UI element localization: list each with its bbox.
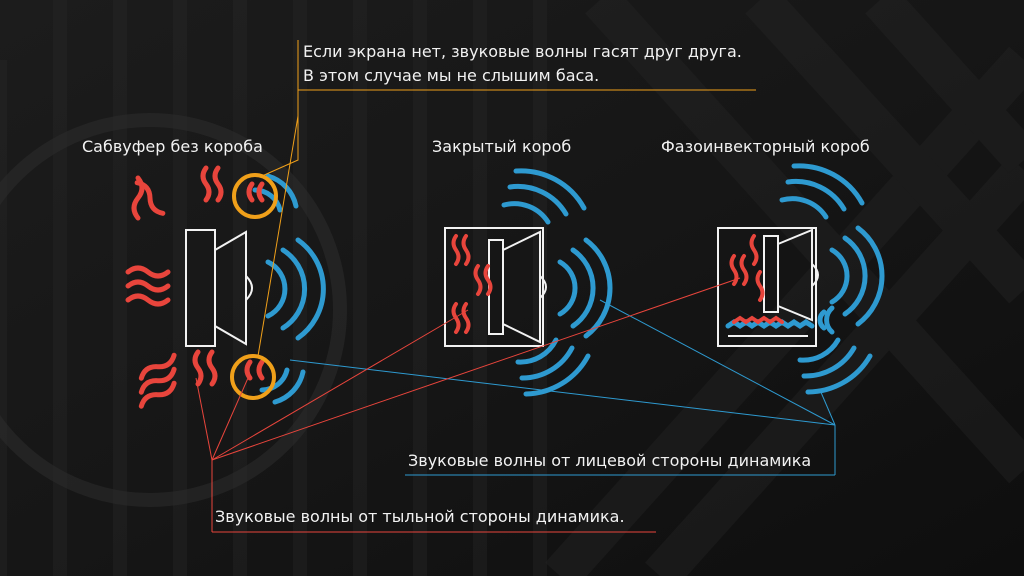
back-waves-label: Звуковые волны от тыльной стороны динами…	[215, 507, 625, 526]
back-wave-icon	[729, 234, 784, 325]
speaker-no-box	[185, 229, 253, 347]
title-no-box: Сабвуфер без короба	[82, 137, 263, 156]
back-wave-icon	[451, 234, 493, 334]
cancellation-circle-icon	[230, 173, 278, 400]
title-ported-box: Фазоинвекторный короб	[661, 137, 870, 156]
speaker-ported-box	[717, 227, 819, 347]
callout-lines	[195, 40, 836, 533]
cancellation-note: Если экрана нет, звуковые волны гасят др…	[303, 40, 742, 88]
front-wave-icon	[501, 168, 613, 397]
title-closed-box: Закрытый короб	[432, 137, 572, 156]
cancellation-note-line1: Если экрана нет, звуковые волны гасят др…	[303, 42, 742, 61]
front-waves-label: Звуковые волны от лицевой стороны динами…	[408, 451, 812, 470]
cancellation-note-line2: В этом случае мы не слышим баса.	[303, 66, 600, 85]
speaker-closed-box	[444, 227, 547, 347]
back-wave-icon	[125, 165, 265, 409]
